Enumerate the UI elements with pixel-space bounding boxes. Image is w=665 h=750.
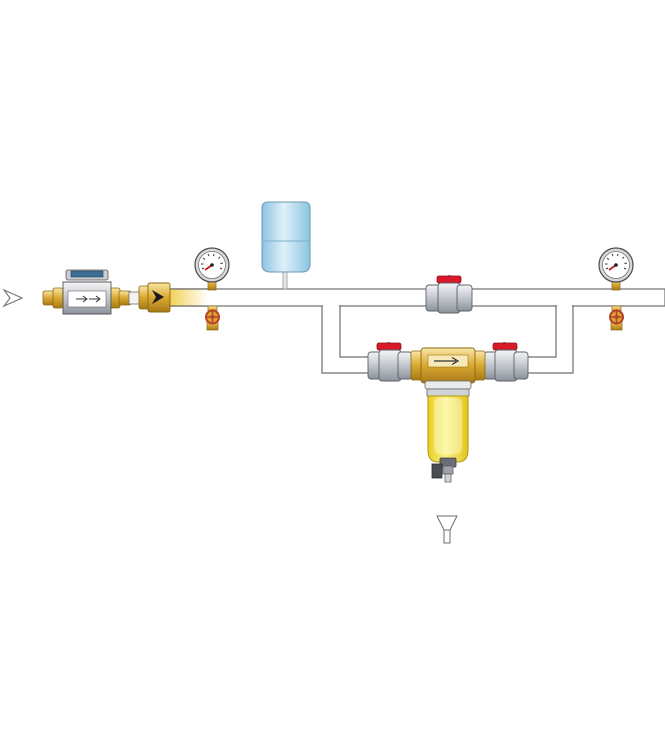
bypass-ball-valve	[425, 275, 473, 314]
ball-valve-icon	[367, 342, 413, 382]
drain-funnel	[436, 515, 458, 544]
isolation-valve-right	[483, 342, 529, 382]
check-valve-icon	[138, 282, 171, 313]
main-pipe	[162, 288, 665, 307]
water-meter-icon	[42, 269, 142, 315]
water-filter	[410, 347, 486, 483]
pressure-gauge-icon	[194, 247, 230, 283]
expansion-tank-icon	[261, 201, 311, 290]
pipe-network	[162, 288, 665, 374]
drain-valve-outlet	[609, 305, 624, 331]
isolation-valve-left	[367, 342, 413, 382]
pressure-gauge-outlet	[598, 247, 634, 291]
drain-valve-icon	[205, 305, 220, 331]
pressure-gauge-icon	[598, 247, 634, 283]
drain-valve-icon	[609, 305, 624, 331]
ball-valve-icon	[425, 275, 473, 314]
pressure-gauge-inlet	[194, 247, 230, 291]
drain-valve-inlet	[205, 305, 220, 331]
water-filter-icon	[410, 347, 486, 483]
inlet-pipe-segment	[168, 289, 208, 306]
funnel-icon	[436, 515, 458, 544]
inlet-arrow-icon	[2, 288, 24, 308]
ball-valve-icon	[483, 342, 529, 382]
